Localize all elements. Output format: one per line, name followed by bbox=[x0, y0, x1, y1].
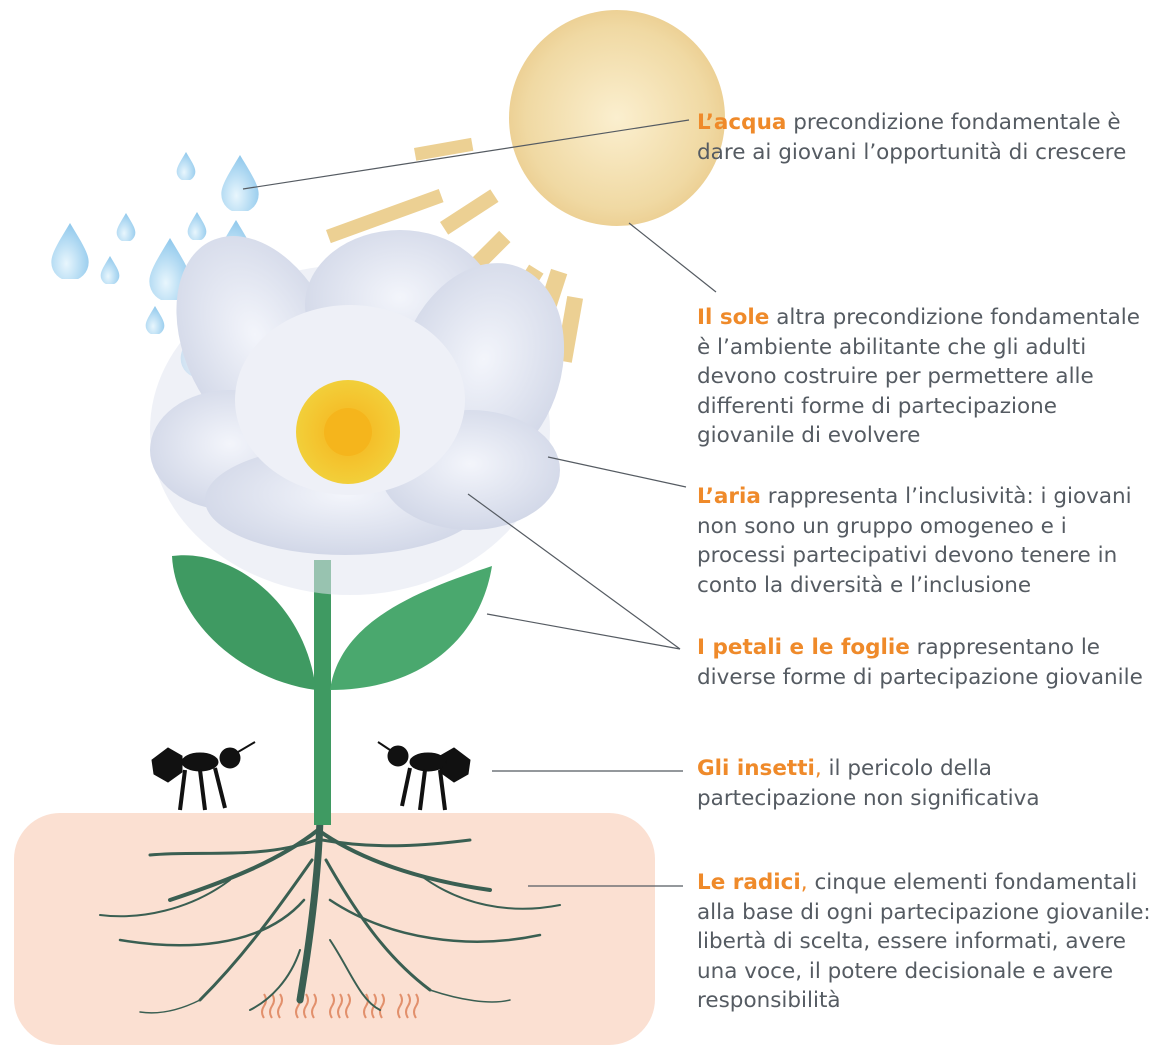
label-radici-sep: , bbox=[801, 870, 808, 895]
label-petali-foglie: I petali e le foglie rappresentano le di… bbox=[697, 633, 1152, 692]
flower bbox=[143, 209, 592, 595]
label-insetti: Gli insetti, il pericolo della partecipa… bbox=[697, 754, 1152, 813]
label-aria-title: L’aria bbox=[697, 484, 761, 509]
label-aria-text: rappresenta l’inclusività: i giovani non… bbox=[697, 484, 1132, 598]
label-radici: Le radici, cinque elementi fondamentali … bbox=[697, 868, 1152, 1016]
ant-left bbox=[152, 742, 255, 810]
label-aria: L’aria rappresenta l’inclusività: i giov… bbox=[697, 482, 1152, 600]
label-acqua-title: L’acqua bbox=[697, 110, 786, 135]
label-acqua: L’acqua precondizione fondamentale è dar… bbox=[697, 108, 1152, 167]
soil bbox=[14, 813, 655, 1045]
label-sole: Il sole altra precondizione fondamentale… bbox=[697, 303, 1152, 451]
ant-right bbox=[378, 742, 470, 810]
label-sole-title: Il sole bbox=[697, 305, 769, 330]
stem bbox=[314, 560, 331, 825]
label-insetti-title: Gli insetti bbox=[697, 756, 815, 781]
label-radici-title: Le radici bbox=[697, 870, 801, 895]
label-insetti-sep: , bbox=[815, 756, 822, 781]
label-petali-title: I petali e le foglie bbox=[697, 635, 910, 660]
